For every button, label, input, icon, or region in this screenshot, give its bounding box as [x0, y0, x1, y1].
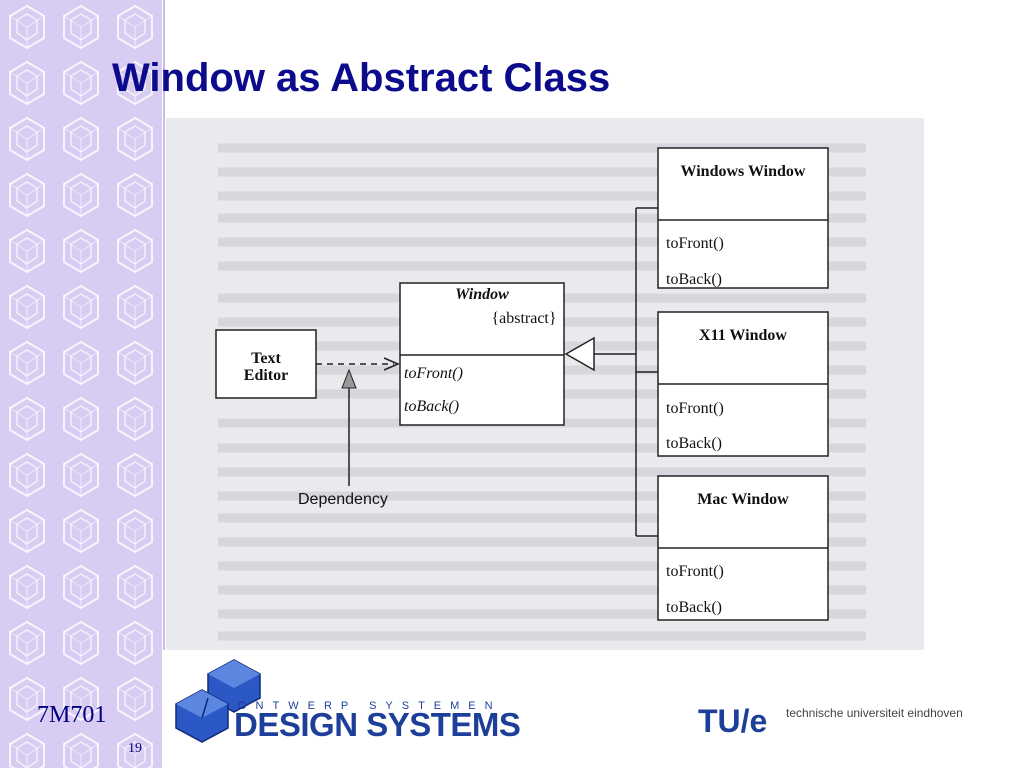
crystal-pattern: [0, 0, 162, 768]
mac-window-op-toback: toBack(): [666, 599, 722, 616]
uml-diagram-figure: Window {abstract} toFront() toBack() Tex…: [166, 118, 924, 650]
slide-title: Window as Abstract Class: [112, 56, 611, 100]
window-op-tofront: toFront(): [404, 365, 463, 382]
text-editor-line2: Editor: [244, 367, 288, 384]
text-editor-line1: Text: [251, 350, 281, 367]
windows-window-op-tofront: toFront(): [666, 235, 724, 252]
decorative-sidebar: [0, 0, 162, 768]
tue-logo: TU/e: [698, 703, 768, 739]
design-systems-tagline: ONTWERP SYSTEMEN: [238, 700, 502, 712]
x11-window-op-tofront: toFront(): [666, 400, 724, 417]
dependency-callout: Dependency: [298, 368, 388, 508]
design-systems-crystal-icon: [175, 659, 261, 743]
page-number: 19: [128, 741, 142, 756]
x11-window-class: X11 Window toFront() toBack(): [657, 311, 829, 457]
abstract-stereotype: {abstract}: [491, 310, 556, 327]
uml-diagram: Window {abstract} toFront() toBack() Tex…: [215, 143, 866, 641]
mac-window-class: Mac Window toFront() toBack(): [657, 475, 829, 621]
tue-university-name: technische universiteit eindhoven: [786, 706, 963, 720]
window-op-toback: toBack(): [404, 398, 459, 415]
text-editor-class: Text Editor: [215, 329, 317, 399]
windows-window-name: Windows Window: [681, 163, 806, 180]
mac-window-name: Mac Window: [697, 491, 789, 508]
x11-window-op-toback: toBack(): [666, 435, 722, 452]
dependency-label: Dependency: [298, 491, 388, 508]
course-code: 7M701: [37, 702, 107, 728]
design-systems-wordmark: DESIGN SYSTEMS: [234, 706, 521, 743]
x11-window-name: X11 Window: [699, 327, 787, 344]
window-abstract-class: Window {abstract} toFront() toBack(): [399, 282, 565, 426]
windows-window-op-toback: toBack(): [666, 271, 722, 288]
dependency-arrow: [316, 357, 400, 371]
windows-window-class: Windows Window toFront() toBack(): [657, 147, 829, 289]
generalization-arrow: [564, 207, 658, 537]
window-class-name: Window: [455, 286, 509, 303]
mac-window-op-tofront: toFront(): [666, 563, 724, 580]
sidebar-divider: [163, 0, 165, 650]
